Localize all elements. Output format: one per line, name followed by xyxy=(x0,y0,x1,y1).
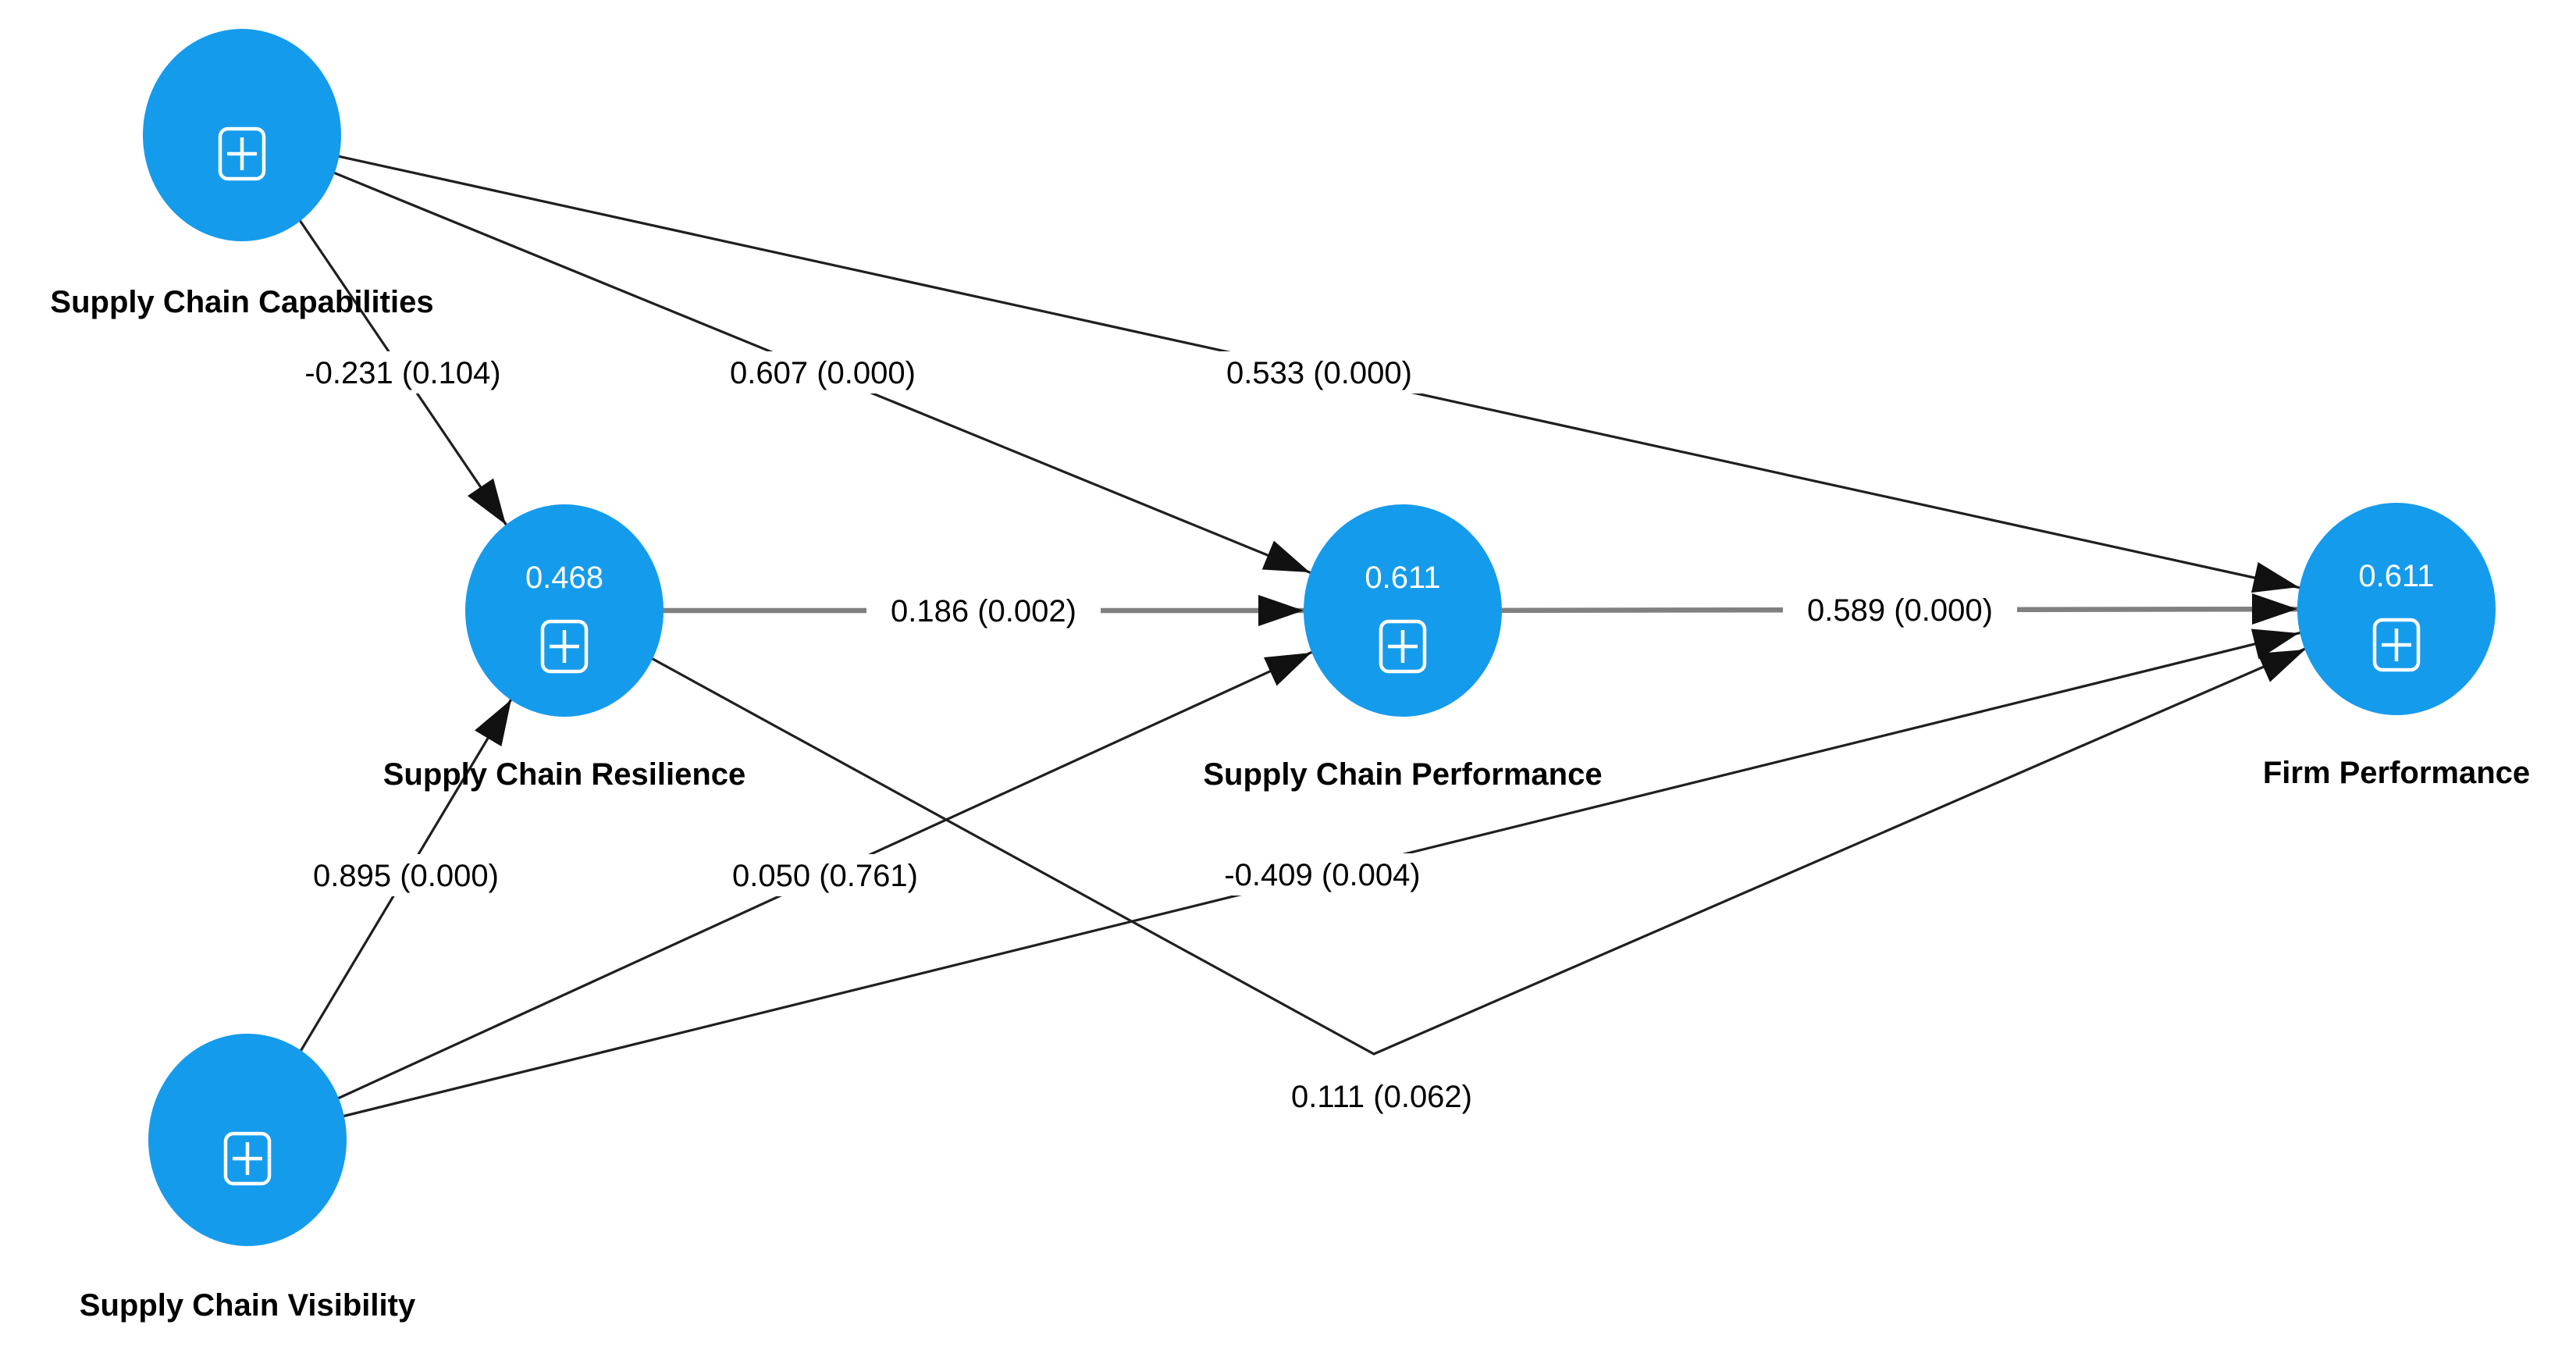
coefficient-label-resilience-performance[interactable]: 0.186 (0.002) xyxy=(866,589,1101,632)
label-background xyxy=(706,351,940,393)
node-supply-chain-resilience: 0.468 Supply Chain Resilience xyxy=(383,504,746,792)
r-squared-value: 0.468 xyxy=(525,561,603,595)
label-background xyxy=(1205,853,1439,896)
plus-expand-icon[interactable] xyxy=(540,619,589,674)
coefficient-label-resilience-firm-performance[interactable]: 0.111 (0.062) xyxy=(1265,1075,1499,1117)
arrowhead-icon xyxy=(2251,562,2299,593)
arrowhead-icon xyxy=(1263,653,1311,686)
arrowhead-icon xyxy=(2257,650,2305,682)
node-label: Supply Chain Performance xyxy=(1203,757,1602,792)
label-background xyxy=(1202,351,1436,393)
r-squared-value: 0.611 xyxy=(1364,561,1440,595)
coefficient-label-visibility-resilience[interactable]: 0.895 (0.000) xyxy=(289,854,523,896)
node-circle-supply-chain-capabilities[interactable] xyxy=(143,29,341,241)
arrowhead-icon xyxy=(1258,595,1304,626)
plus-expand-icon[interactable] xyxy=(223,1131,272,1186)
path-coefficient: -0.231 (0.104) xyxy=(304,356,500,390)
label-background xyxy=(708,854,942,896)
coefficient-label-performance-firm-performance[interactable]: 0.589 (0.000) xyxy=(1783,589,2017,631)
coefficient-label-capabilities-firm-performance[interactable]: 0.533 (0.000) xyxy=(1202,351,1436,393)
label-background xyxy=(1265,1075,1499,1117)
node-label: Firm Performance xyxy=(2263,756,2530,790)
arrowhead-icon xyxy=(475,700,511,747)
path-coefficient: 0.607 (0.000) xyxy=(730,356,916,390)
coefficient-label-visibility-firm-performance[interactable]: -0.409 (0.004) xyxy=(1205,853,1439,896)
path-coefficient: 0.050 (0.761) xyxy=(732,859,918,893)
node-label: Supply Chain Resilience xyxy=(383,757,746,792)
node-circle-supply-chain-performance[interactable] xyxy=(1304,504,1502,717)
path-coefficient: 0.111 (0.062) xyxy=(1291,1080,1472,1114)
r-squared-value: 0.611 xyxy=(2358,559,2434,593)
arrowheads xyxy=(467,478,2305,747)
arrowhead-icon xyxy=(2250,628,2299,660)
plus-expand-icon[interactable] xyxy=(218,126,266,181)
node-firm-performance: 0.611 Firm Performance xyxy=(2263,503,2530,790)
node-supply-chain-visibility: Supply Chain Visibility xyxy=(80,1034,416,1323)
arrowhead-icon xyxy=(1261,540,1310,572)
label-background xyxy=(289,854,523,896)
path-coefficient-labels: -0.231 (0.104) 0.607 (0.000) 0.533 (0.00… xyxy=(286,351,2017,1117)
plus-expand-icon[interactable] xyxy=(1379,619,1427,674)
node-circle-firm-performance[interactable] xyxy=(2297,503,2496,715)
path-coefficient: 0.533 (0.000) xyxy=(1226,356,1412,390)
coefficient-label-visibility-performance[interactable]: 0.050 (0.761) xyxy=(708,854,942,896)
node-supply-chain-performance: 0.611 Supply Chain Performance xyxy=(1203,504,1603,792)
path-coefficient: 0.895 (0.000) xyxy=(313,859,499,893)
label-background xyxy=(866,589,1101,632)
node-label: Supply Chain Capabilities xyxy=(50,285,433,319)
coefficient-label-capabilities-performance[interactable]: 0.607 (0.000) xyxy=(706,351,940,393)
coefficient-label-capabilities-resilience[interactable]: -0.231 (0.104) xyxy=(286,351,520,393)
label-background xyxy=(1783,589,2017,631)
path-resilience-to-firm-performance[interactable] xyxy=(564,607,2397,1056)
arrowhead-icon xyxy=(467,478,506,525)
path-coefficient: -0.409 (0.004) xyxy=(1224,858,1420,892)
node-label: Supply Chain Visibility xyxy=(80,1288,416,1323)
nodes: Supply Chain Capabilities 0.468 Supply C… xyxy=(50,29,2530,1323)
label-background xyxy=(286,351,520,393)
path-coefficient: 0.186 (0.002) xyxy=(891,594,1076,628)
node-supply-chain-capabilities: Supply Chain Capabilities xyxy=(50,29,434,319)
arrowhead-icon xyxy=(2252,593,2297,625)
node-circle-supply-chain-visibility[interactable] xyxy=(148,1034,347,1246)
node-circle-supply-chain-resilience[interactable] xyxy=(465,504,664,717)
plus-expand-icon[interactable] xyxy=(2372,618,2421,672)
path-coefficient: 0.589 (0.000) xyxy=(1807,593,1993,628)
